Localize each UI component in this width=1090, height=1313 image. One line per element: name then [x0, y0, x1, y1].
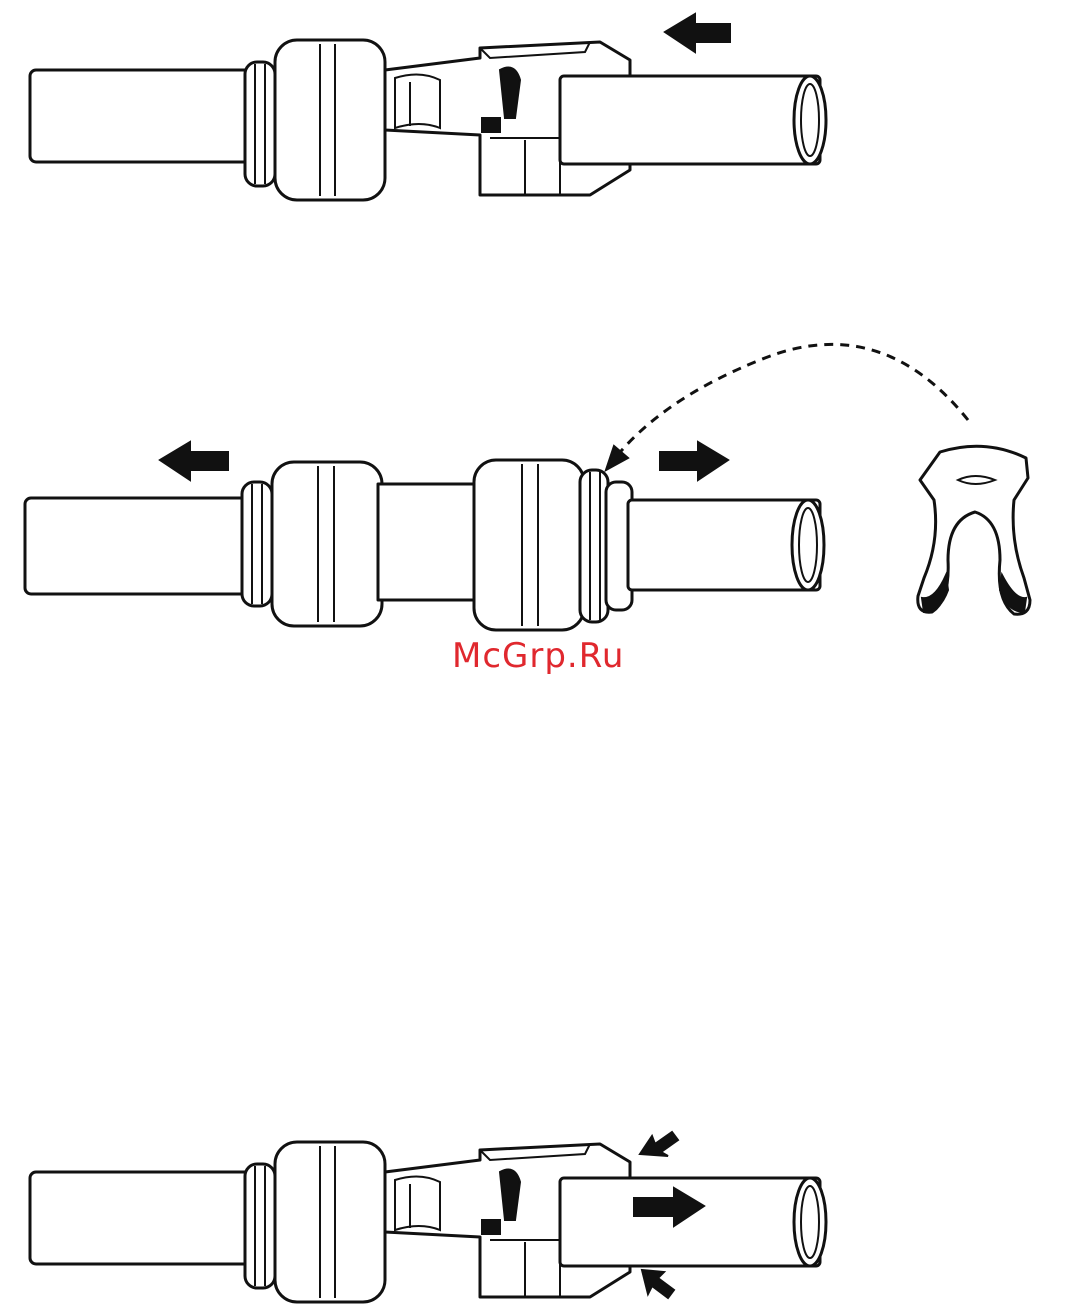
dashed-arc — [612, 344, 968, 462]
arrowhead-icon — [606, 446, 628, 470]
fitting-step-1 — [30, 14, 826, 200]
arrow-press-upper-icon — [640, 1132, 678, 1156]
watermark: McGrp.Ru — [452, 636, 624, 676]
fitting-step-2 — [25, 344, 1030, 630]
fitting-step-3 — [30, 1132, 826, 1302]
arrow-left-icon — [665, 14, 730, 52]
arrow-press-lower-icon — [642, 1270, 674, 1298]
arrow-left-icon — [160, 442, 228, 480]
arrow-right-icon — [660, 442, 728, 480]
locking-clip-icon — [918, 446, 1030, 614]
